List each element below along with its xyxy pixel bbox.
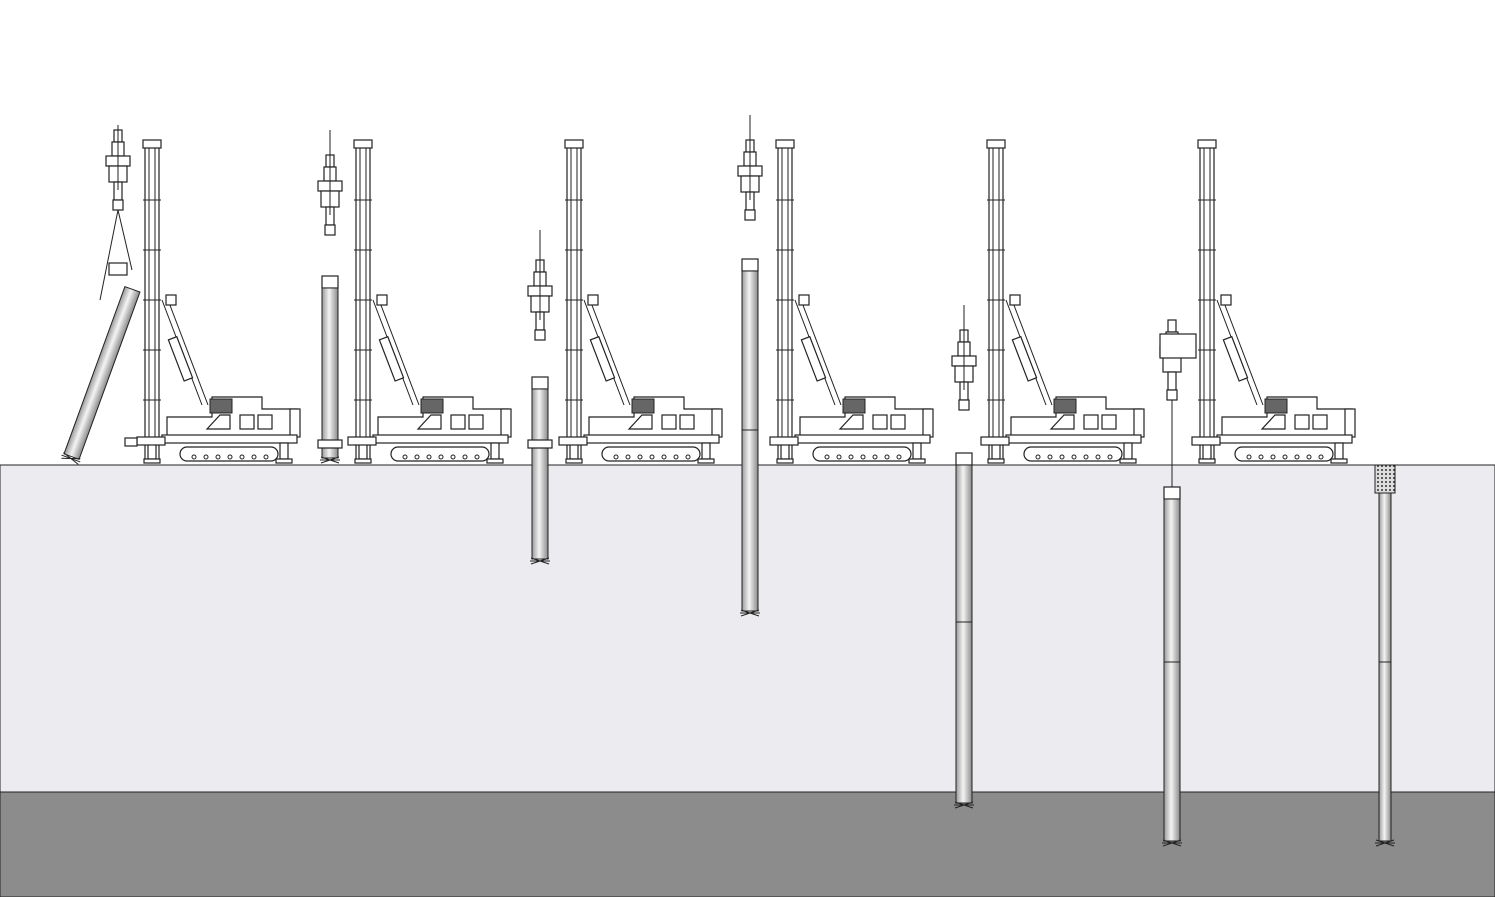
pile-tilted-icon	[59, 285, 141, 466]
step-4-pile-extension	[737, 115, 934, 617]
step-1-rig-setup	[59, 125, 301, 466]
step-6-final-driving	[1159, 139, 1356, 847]
step-2-pile-pitching	[317, 130, 512, 464]
step-5-driving-to-bearing	[951, 139, 1145, 809]
step-3-initial-penetration	[527, 139, 723, 565]
steel-pile-icon	[321, 287, 339, 459]
grout-filled-pile-top-icon	[1374, 464, 1396, 494]
bearing-stratum-layer	[0, 791, 1495, 897]
completed-pile	[1374, 464, 1396, 847]
